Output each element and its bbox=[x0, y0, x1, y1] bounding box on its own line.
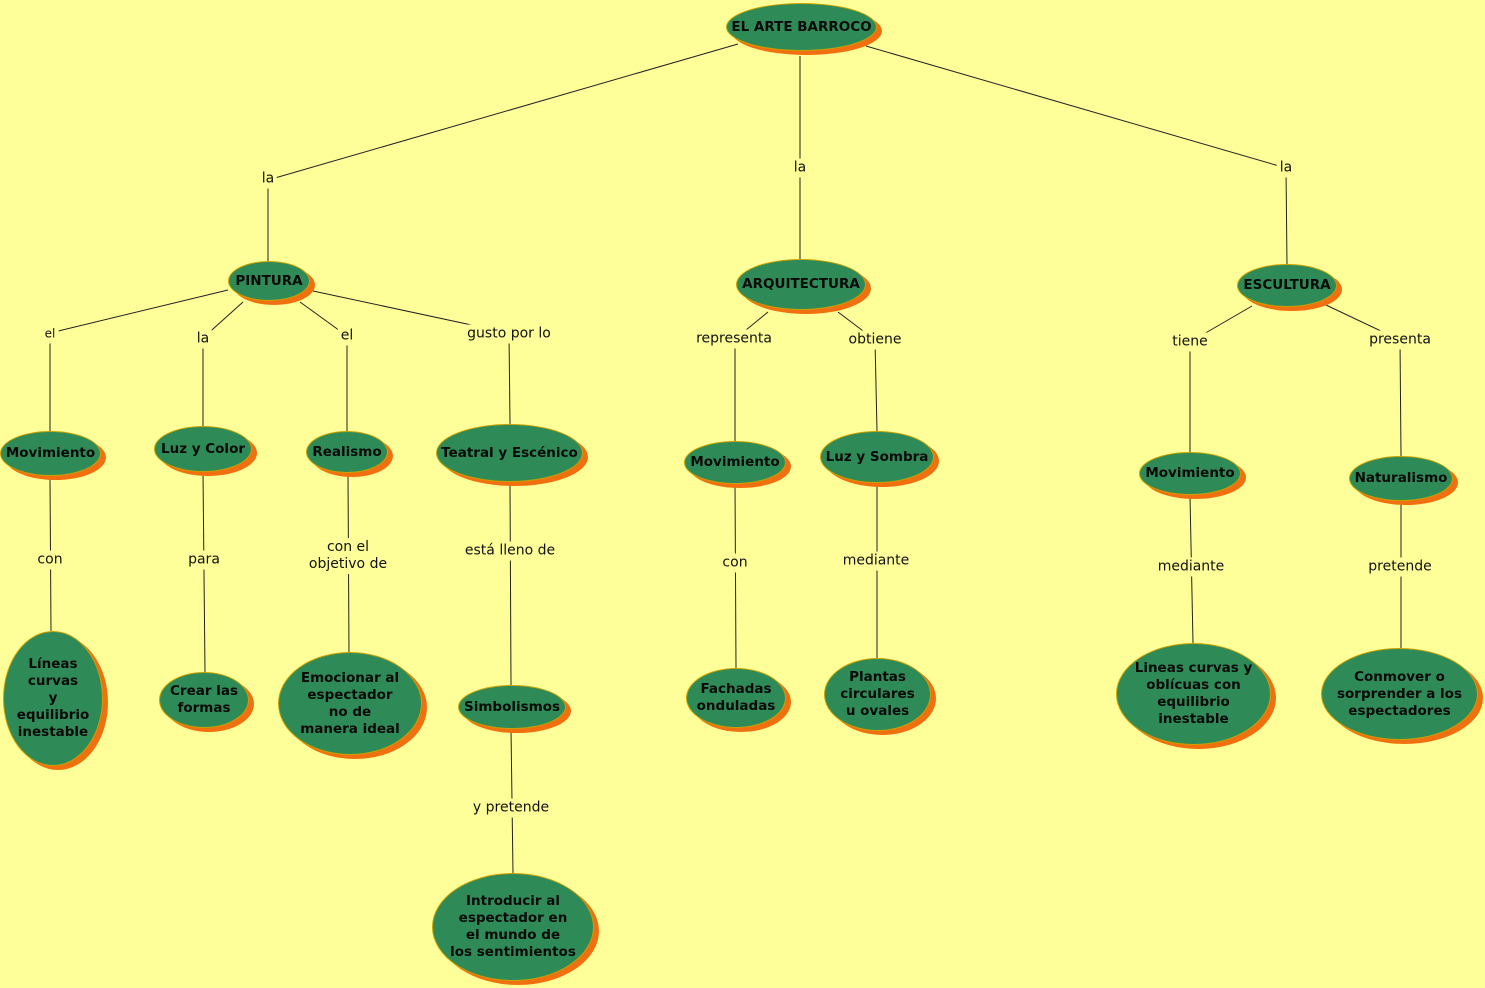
connector-line bbox=[1399, 339, 1402, 457]
link-label-pintura-realismo: el bbox=[337, 326, 357, 346]
concept-node-arquitectura[interactable]: ARQUITECTURA bbox=[736, 259, 866, 310]
concept-node-e-conmover[interactable]: Conmover o sorprender a los espectadores bbox=[1321, 648, 1478, 740]
link-label-pintura-luz: la bbox=[193, 329, 213, 349]
connector-line bbox=[1285, 167, 1288, 267]
link-label-pintura-movimiento: el bbox=[41, 324, 59, 344]
concept-node-root[interactable]: EL ARTE BARROCO bbox=[726, 3, 877, 51]
link-label-pintura-teatral: gusto por lo bbox=[464, 324, 554, 344]
link-label-p-realismo-objetivo: con el objetivo de bbox=[305, 538, 391, 574]
concept-node-p-simbolismos[interactable]: Simbolismos bbox=[458, 685, 566, 729]
concept-node-p-lineas[interactable]: Líneas curvas y equilibrio inestable bbox=[3, 631, 103, 766]
connector-line bbox=[865, 45, 1287, 169]
concept-node-p-introducir[interactable]: Introducir al espectador en el mundo de … bbox=[432, 873, 594, 981]
link-label-a-movimiento-con: con bbox=[719, 553, 751, 573]
concept-node-e-movimiento[interactable]: Movimiento bbox=[1139, 452, 1241, 495]
link-label-arq-obtiene: obtiene bbox=[845, 330, 905, 350]
connector-line bbox=[49, 289, 229, 334]
concept-node-e-naturalismo[interactable]: Naturalismo bbox=[1349, 456, 1453, 501]
link-label-root-escultura: la bbox=[1276, 158, 1296, 178]
link-label-e-naturalismo-pretende: pretende bbox=[1365, 557, 1435, 577]
link-label-p-movimiento-con: con bbox=[34, 550, 66, 570]
link-label-e-movimiento-mediante: mediante bbox=[1154, 557, 1228, 577]
connector-line bbox=[734, 482, 737, 669]
concept-node-p-teatral[interactable]: Teatral y Escénico bbox=[436, 424, 583, 482]
link-label-esc-presenta: presenta bbox=[1366, 330, 1434, 350]
concept-node-a-plantas[interactable]: Plantas circulares u ovales bbox=[824, 658, 931, 731]
link-label-p-luz-para: para bbox=[185, 550, 223, 570]
link-label-p-simbolismos-pretende: y pretende bbox=[469, 798, 553, 818]
link-label-root-arquitectura: la bbox=[790, 158, 810, 178]
concept-node-escultura[interactable]: ESCULTURA bbox=[1237, 264, 1337, 307]
connector-line bbox=[874, 339, 878, 432]
connector-line bbox=[267, 43, 739, 181]
link-label-root-pintura: la bbox=[258, 169, 278, 189]
link-label-p-teatral-lleno: está lleno de bbox=[461, 541, 559, 561]
concept-node-p-formas[interactable]: Crear las formas bbox=[159, 672, 249, 728]
concept-node-a-luz-sombra[interactable]: Luz y Sombra bbox=[820, 431, 934, 483]
concept-node-p-emocionar[interactable]: Emocionar al espectador no de manera ide… bbox=[278, 652, 422, 755]
concept-node-pintura[interactable]: PINTURA bbox=[228, 261, 310, 301]
concept-node-p-luz-color[interactable]: Luz y Color bbox=[154, 426, 252, 472]
concept-node-p-movimiento[interactable]: Movimiento bbox=[0, 431, 101, 476]
link-label-arq-representa: representa bbox=[693, 329, 775, 349]
concept-node-a-movimiento[interactable]: Movimiento bbox=[684, 441, 786, 484]
concept-node-e-lineas[interactable]: Lineas curvas y oblícuas con equilibrio … bbox=[1116, 643, 1271, 745]
connector-line bbox=[508, 332, 511, 425]
connector-line bbox=[202, 472, 206, 673]
concept-node-p-realismo[interactable]: Realismo bbox=[306, 431, 388, 473]
connector-line bbox=[509, 483, 512, 686]
link-label-esc-tiene: tiene bbox=[1169, 332, 1211, 352]
link-label-a-luz-mediante: mediante bbox=[839, 551, 913, 571]
concept-node-a-fachadas[interactable]: Fachadas onduladas bbox=[686, 668, 786, 728]
